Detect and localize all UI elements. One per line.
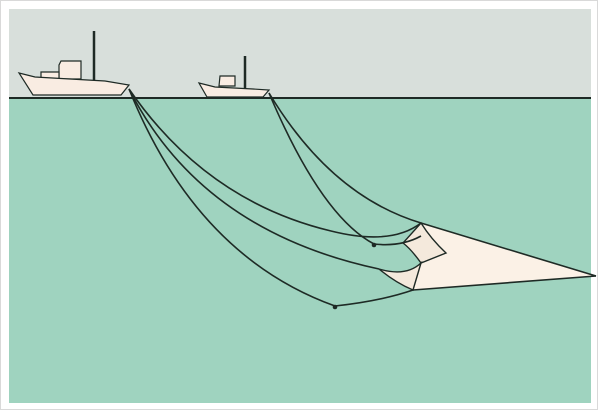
trawl-net-body [413,223,596,290]
trawl-net-mouth-lower [378,260,423,291]
partner-vessel-warp-lines [268,92,422,246]
partner-bridle [373,235,422,246]
lead-warp-inner [128,88,422,238]
weight-marker [371,242,377,248]
lead-vessel-warp-lines [128,88,422,307]
partner-vessel-cabin [218,75,236,87]
lead-vessel-cabin [58,60,82,80]
trawl-net-bottom-edge [412,275,597,291]
lead-vessel-icon [17,31,131,96]
weight-marker [332,304,338,310]
lead-groundrope [334,289,414,307]
trawl-net-top-edge [420,222,597,277]
lead-warp-outer [128,88,336,307]
lead-vessel-hull [17,72,131,96]
partner-warp-inner [268,92,375,245]
lead-warp-middle [128,88,380,270]
partner-warp-outer [268,92,422,224]
partner-vessel-hull [197,82,271,98]
partner-vessel-icon [197,56,271,98]
